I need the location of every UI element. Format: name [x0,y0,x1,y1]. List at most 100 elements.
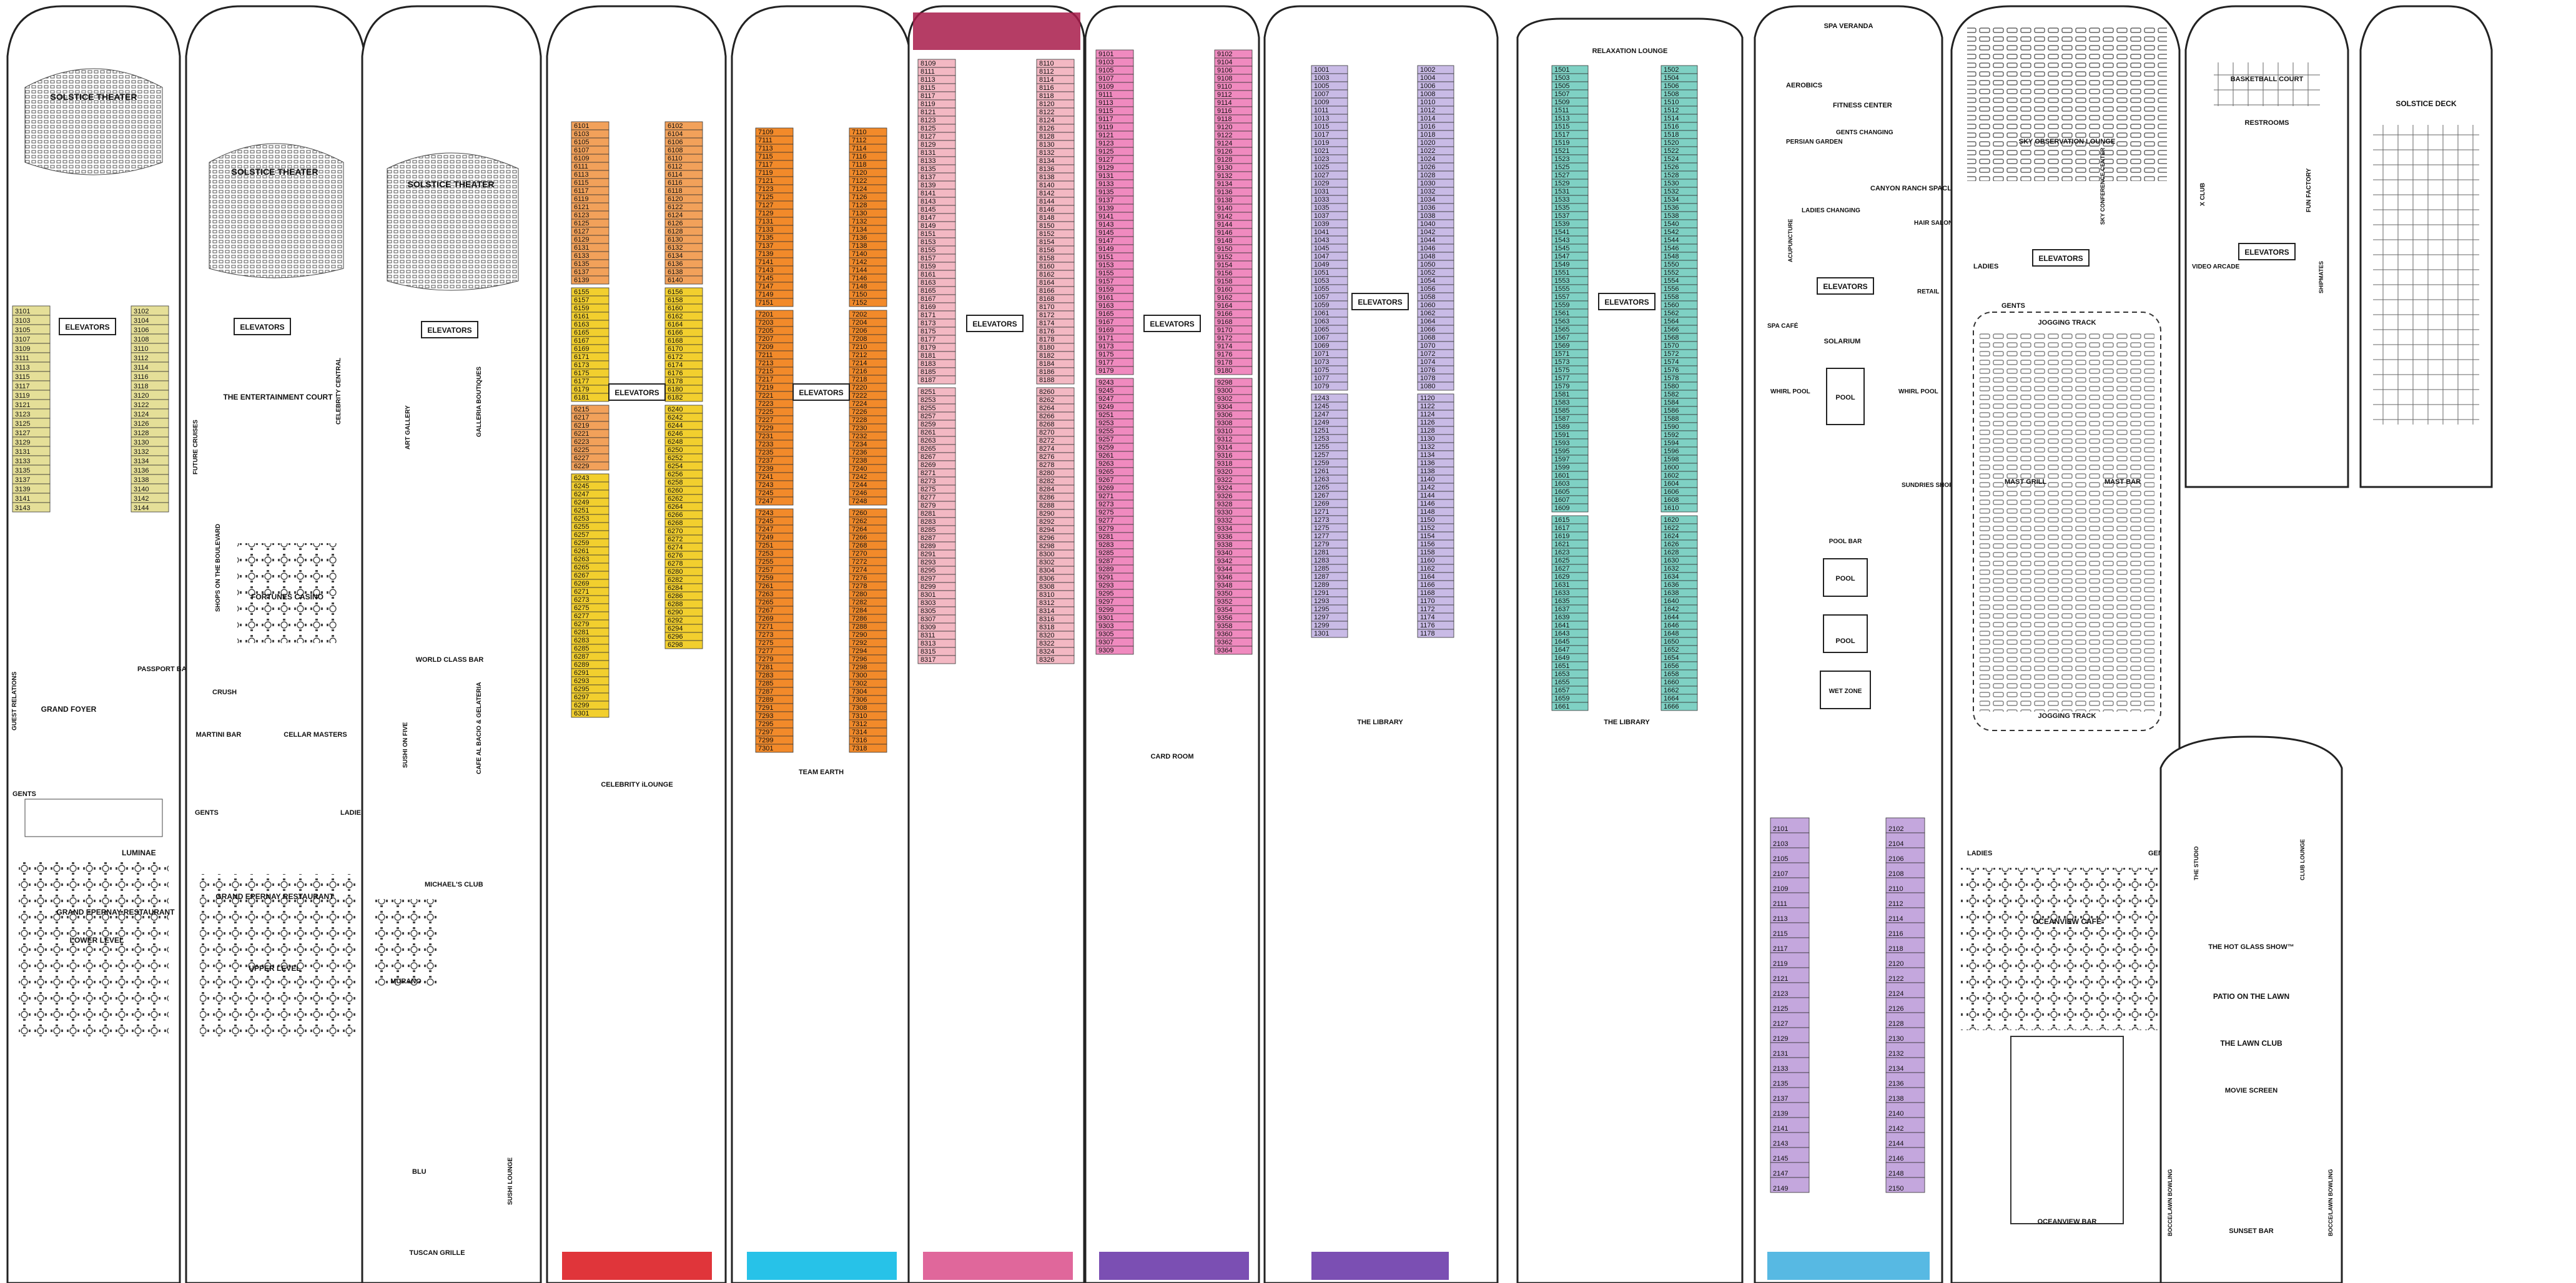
cabin-6298[interactable] [664,640,703,649]
cabin-number: 7280 [852,591,867,598]
cabin-number: 2150 [1888,1185,1903,1192]
cabin-9179[interactable] [1095,366,1134,375]
ladies-label: LADIES [340,809,365,817]
cabin-number: 8135 [920,165,935,173]
cabin-7301[interactable] [755,744,794,753]
cabin-number: 1633 [1554,589,1569,597]
cabin-number: 8263 [920,437,935,445]
cabin-number: 8306 [1039,575,1054,583]
cabin-number: 1539 [1554,220,1569,228]
cabin-8188[interactable] [1036,375,1075,385]
cabin-number: 9160 [1217,286,1232,293]
cabin-number: 7145 [758,275,773,282]
cabin-number: 2128 [1888,1020,1903,1028]
cabin-number: 7144 [852,267,867,274]
hot-glass-show-label: THE HOT GLASS SHOW™ [2208,943,2294,951]
cabin-7152[interactable] [849,298,887,307]
cabin-number: 7269 [758,615,773,622]
cabin-number: 7257 [758,566,773,574]
tuscan-grille-label: TUSCAN GRILLE [409,1249,465,1257]
cabin-number: 3139 [15,486,30,493]
cabin-number: 8153 [920,238,935,246]
cabin-number: 7232 [852,433,867,440]
cabin-number: 9320 [1217,468,1232,476]
cabin-number: 1065 [1314,326,1329,333]
cabin-number: 1510 [1664,99,1679,106]
cabin-number: 8149 [920,222,935,230]
cabin-9364[interactable] [1214,646,1253,655]
cabin-7248[interactable] [849,496,887,506]
cabin-7318[interactable] [849,744,887,753]
cabin-7247[interactable] [755,496,794,506]
cabin-number: 7218 [852,376,867,383]
cabin-number: 1551 [1554,269,1569,277]
mast-bar-label: MAST BAR [2105,478,2141,486]
cabin-6139[interactable] [571,275,609,285]
cabin-number: 2122 [1888,975,1903,983]
cabin-number: 6240 [668,406,683,413]
cabin-3144[interactable] [131,502,169,513]
cabin-6301[interactable] [571,709,609,718]
cabin-number: 7119 [758,169,773,177]
cabin-number: 7299 [758,737,773,744]
cabin-number: 2143 [1773,1140,1788,1148]
cabin-number: 1531 [1554,188,1569,195]
lower-level-label: LOWER LEVEL [70,936,124,945]
acupuncture-label: ACUPUNCTURE [1787,219,1794,263]
cabin-number: 8270 [1039,429,1054,436]
cabin-number: 1057 [1314,293,1329,301]
cabin-number: 8145 [920,206,935,214]
cabin-number: 7290 [852,631,867,639]
solstice-deck-label: SOLSTICE DECK [2396,99,2457,108]
cabin-number: 8119 [920,101,935,108]
cabin-8317[interactable] [917,655,956,664]
cabin-7151[interactable] [755,298,794,307]
cabin-9180[interactable] [1214,366,1253,375]
cabin-number: 1656 [1664,662,1679,670]
cabin-number: 1050 [1420,261,1435,268]
cabin-number: 6124 [668,212,683,219]
cabin-9309[interactable] [1095,646,1134,655]
cabin-number: 2118 [1888,945,1903,953]
deck-11: RELAXATION LOUNGE 1501150315051507150915… [1516,17,1744,1283]
cabin-number: 8128 [1039,133,1054,140]
cabin-6140[interactable] [664,275,703,285]
cabin-8187[interactable] [917,375,956,385]
cabin-number: 9267 [1098,476,1113,484]
cabin-1080[interactable] [1417,381,1454,391]
cabin-number: 1259 [1314,460,1329,467]
cabin-1079[interactable] [1311,381,1348,391]
cabin-number: 6298 [668,641,683,649]
cabin-number: 1642 [1664,606,1679,613]
cabin-number: 1660 [1664,679,1679,686]
cabin-number: 7310 [852,712,867,720]
cabin-number: 7304 [852,688,867,696]
cabin-number: 9106 [1217,67,1232,74]
cabin-number: 7268 [852,542,867,549]
cabin-number: 8169 [920,303,935,311]
cabin-number: 1641 [1554,622,1569,629]
cabin-number: 7133 [758,226,773,233]
cabin-1178[interactable] [1417,629,1454,638]
cafe-al-bacio-label: CAFE AL BACIO & GELATERIA [476,682,483,774]
galleria-boutiques-label: GALLERIA BOUTIQUES [476,366,483,437]
cabin-number: 1627 [1554,565,1569,573]
cabin-number: 3115 [15,373,30,381]
cabin-8326[interactable] [1036,655,1075,664]
cabin-number: 1561 [1554,310,1569,317]
cabin-number: 1560 [1664,302,1679,309]
cabin-number: 1275 [1314,524,1329,532]
cabin-1301[interactable] [1311,629,1348,638]
cabin-number: 7212 [852,351,867,359]
cabin-number: 1625 [1554,557,1569,564]
cabin-number: 8293 [920,559,935,566]
cabin-number: 6122 [668,204,683,211]
cabin-number: 7131 [758,218,773,225]
cabin-number: 6285 [574,645,589,652]
cabin-6229[interactable] [571,461,609,471]
cabin-3143[interactable] [12,502,51,513]
library-label: THE LIBRARY [1357,719,1403,726]
cabin-number: 1548 [1664,253,1679,260]
cabin-number: 8264 [1039,405,1054,412]
cabin-1609[interactable] [1551,503,1589,513]
